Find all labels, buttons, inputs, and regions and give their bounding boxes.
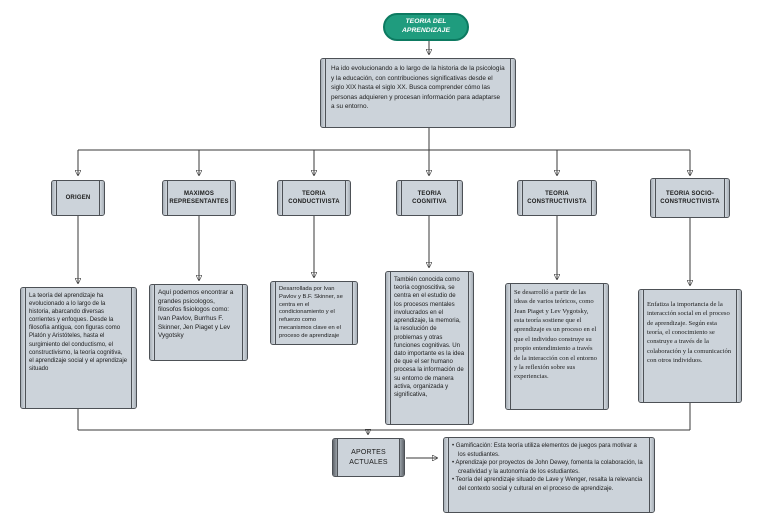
branch-description-teoria-constructivista[interactable]: Se desarrolló a partir de las ideas de v… xyxy=(505,283,609,410)
root-title: TEORIA DEL APRENDIZAJE xyxy=(402,18,450,34)
branch-description-teoria-socio-constructivista[interactable]: Enfatiza la importancia de la interacció… xyxy=(638,289,742,403)
branch-description-text: Enfatiza la importancia de la interacció… xyxy=(647,301,732,365)
branch-description-text: La teoría del aprendizaje ha evolucionad… xyxy=(29,293,128,372)
branch-description-text: Aquí podemos encontrar a grandes psicolo… xyxy=(158,289,234,340)
overview-text: Ha ido evolucionando a lo largo de la hi… xyxy=(331,65,505,111)
branch-description-origen[interactable]: La teoría del aprendizaje ha evolucionad… xyxy=(20,287,137,409)
branch-node-maximos-representantes[interactable]: MAXIMOS REPRESENTANTES xyxy=(162,180,236,216)
aportes-actuales-details-box[interactable]: Gamificación: Esta teoría utiliza elemen… xyxy=(443,437,655,513)
branch-label: MAXIMOS REPRESENTANTES xyxy=(169,190,229,205)
overview-box[interactable]: Ha ido evolucionando a lo largo de la hi… xyxy=(320,58,516,128)
branch-label: TEORIA SOCIO-CONSTRUCTIVISTA xyxy=(660,190,720,205)
branch-node-teoria-constructivista[interactable]: TEORIA CONSTRUCTIVISTA xyxy=(517,180,597,216)
root-node[interactable]: TEORIA DEL APRENDIZAJE xyxy=(383,13,469,41)
branch-description-teoria-conductivista[interactable]: Desarrollada por Ivan Pavlov y B.F. Skin… xyxy=(270,281,358,345)
branch-node-origen[interactable]: ORIGEN xyxy=(51,180,105,216)
aportes-bullet-item: Teoría del aprendizaje situado de Lave y… xyxy=(452,476,646,493)
branch-description-maximos-representantes[interactable]: Aquí podemos encontrar a grandes psicolo… xyxy=(149,284,248,361)
branch-label: TEORIA CONDUCTIVISTA xyxy=(288,190,340,205)
branch-label: TEORIA CONSTRUCTIVISTA xyxy=(527,190,587,205)
branch-node-teoria-conductivista[interactable]: TEORIA CONDUCTIVISTA xyxy=(277,180,351,216)
aportes-bullet-list: Gamificación: Esta teoría utiliza elemen… xyxy=(444,438,654,497)
aportes-bullet-item: Aprendizaje por proyectos de John Dewey,… xyxy=(452,459,646,476)
aportes-actuales-node[interactable]: APORTES ACTUALES xyxy=(332,438,405,477)
branch-description-teoria-cognitiva[interactable]: También conocida como teoría cognoscitiv… xyxy=(385,271,474,425)
branch-description-text: Se desarrolló a partir de las ideas de v… xyxy=(514,289,597,381)
branch-label: ORIGEN xyxy=(65,194,91,201)
branch-node-teoria-cognitiva[interactable]: TEORIA COGNITIVA xyxy=(396,180,463,216)
aportes-actuales-label: APORTES ACTUALES xyxy=(349,448,388,466)
branch-node-teoria-socio-constructivista[interactable]: TEORIA SOCIO-CONSTRUCTIVISTA xyxy=(650,178,730,218)
branch-label: TEORIA COGNITIVA xyxy=(412,190,447,205)
aportes-bullet-item: Gamificación: Esta teoría utiliza elemen… xyxy=(452,442,646,459)
branch-description-text: También conocida como teoría cognoscitiv… xyxy=(394,276,465,399)
branch-description-text: Desarrollada por Ivan Pavlov y B.F. Skin… xyxy=(279,286,343,339)
